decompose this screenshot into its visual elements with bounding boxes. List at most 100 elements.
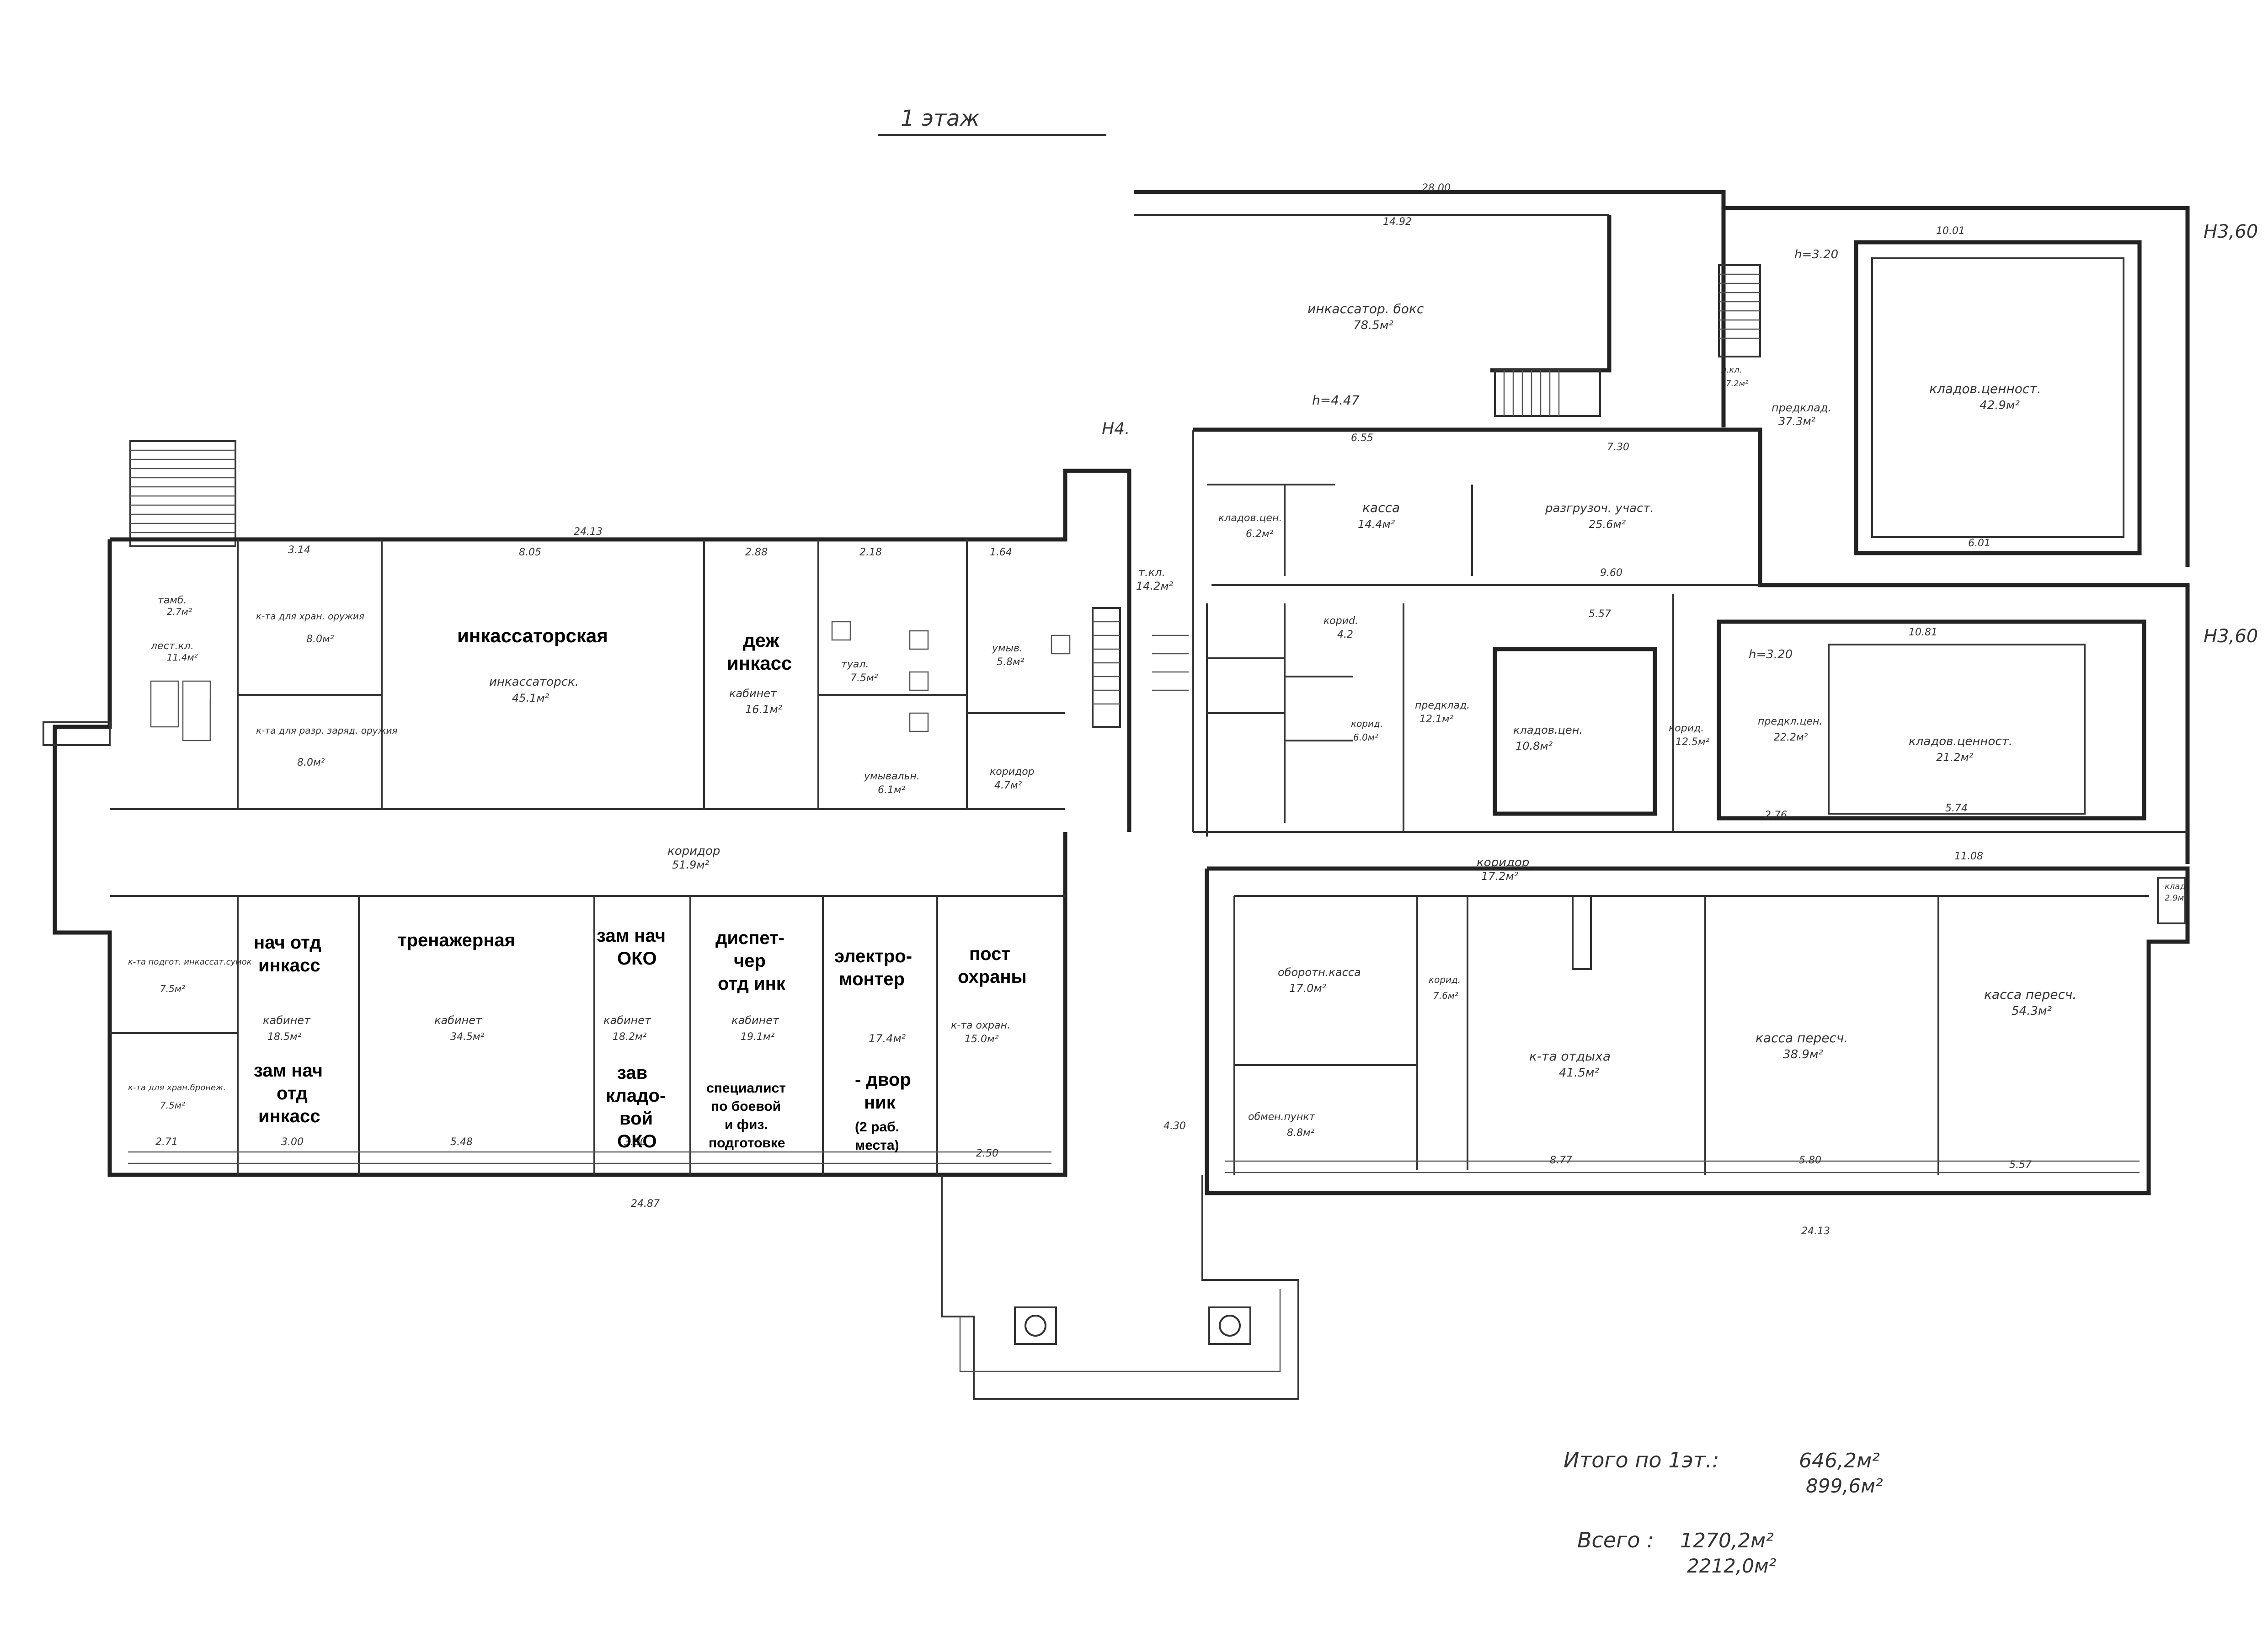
label-zav2: кладо-	[606, 1086, 666, 1106]
room-name: предклад.	[1772, 401, 1831, 414]
label-trenazh: тренажерная	[398, 930, 515, 950]
height-mark-5: h=3.20	[1749, 648, 1793, 661]
label-post1: пост	[969, 944, 1010, 964]
room-area: 2.7м²	[167, 606, 192, 617]
room-area: 11.4м²	[167, 652, 198, 663]
label-zamnach-ink3: инкасс	[258, 1106, 320, 1126]
label-zamnach2: ОКО	[617, 949, 657, 969]
room-name: кабинет	[603, 1014, 651, 1027]
room-area: 8.8м²	[1287, 1127, 1315, 1139]
dim: 4.30	[1163, 1120, 1186, 1132]
room-area: 19.1м²	[741, 1031, 775, 1043]
room-name: коридор	[990, 766, 1035, 778]
dim: 5.74	[1945, 803, 1968, 814]
exterior-stair-left	[129, 440, 236, 547]
room-name: т.кл.	[1138, 566, 1165, 579]
room-name: кладов.ценност.	[1909, 735, 2012, 748]
room-name: к-та для хран. оружия	[256, 611, 364, 622]
label-inkassatorskaya: инкассаторская	[457, 625, 608, 646]
room-area: 8.0м²	[297, 757, 325, 768]
grand-total-value-2: 2212,0м²	[1687, 1555, 1777, 1577]
room-name: умывальн.	[864, 771, 920, 782]
label-elektro1: электро-	[834, 946, 912, 966]
dim: 5.57	[2009, 1159, 2032, 1171]
room-area: 7.5м²	[160, 983, 185, 994]
dim: 3.00	[624, 1136, 646, 1148]
room-name: кабинет	[434, 1014, 482, 1027]
room-area: 54.3м²	[2012, 1004, 2052, 1018]
label-nach2: инкасс	[258, 955, 320, 976]
label-dezh: деж	[743, 629, 779, 651]
room-area: 41.5м²	[1559, 1066, 1599, 1080]
room-name: предкл.цен.	[1758, 716, 1822, 727]
area-totals: Итого по 1эт.: 646,2м² 899,6м² Всего : 1…	[1564, 1448, 1883, 1577]
room-area: 45.1м²	[512, 692, 550, 704]
dim: 24.87	[631, 1198, 660, 1210]
room-area: 6.0м²	[1353, 732, 1378, 743]
corridor-area: 51.9м²	[672, 858, 710, 871]
room-area: 7.6м²	[1433, 990, 1458, 1001]
room-name: к-та для разр. заряд. оружия	[256, 725, 398, 736]
label-zamnach-ink2: отд	[277, 1083, 308, 1104]
label-spec2: по боевой	[711, 1099, 781, 1114]
room-name: к-та охран.	[951, 1020, 1010, 1031]
room-area: 7.5м²	[850, 672, 878, 684]
front-porch	[941, 1175, 1299, 1400]
height-mark-1: H3,60	[2204, 221, 2258, 242]
dim: 8.77	[1550, 1155, 1572, 1166]
height-mark-4: h=3.20	[1794, 248, 1838, 261]
room-name: тамб.	[158, 595, 187, 606]
room-area: 18.2м²	[613, 1031, 647, 1043]
grand-total-value-1: 1270,2м²	[1680, 1529, 1774, 1552]
room-name: касса пересч.	[1984, 987, 2076, 1002]
room-area: 37.3м²	[1778, 415, 1816, 428]
room-name: корид.	[1429, 974, 1461, 985]
room-name: корид.	[1351, 718, 1383, 729]
dim: 6.01	[1968, 538, 1991, 549]
dim: 9.60	[1600, 567, 1622, 579]
room-area: 14.4м²	[1358, 518, 1395, 531]
dim: 2.18	[859, 547, 882, 558]
room-name: касса	[1362, 500, 1400, 515]
dim: 6.55	[1351, 432, 1373, 444]
corridor-area: 17.2м²	[1481, 870, 1519, 883]
room-area: 4.7м²	[994, 780, 1022, 791]
label-zav3: вой	[619, 1109, 653, 1129]
label-dvor3: (2 раб.	[855, 1120, 899, 1135]
room-name: к-та подгот. инкассат.сумок	[128, 957, 252, 967]
grand-total-label: Всего :	[1577, 1528, 1654, 1552]
room-name: обмен.пункт	[1248, 1111, 1316, 1123]
label-zamnach-ink1: зам нач	[254, 1061, 323, 1081]
label-dispetcher1: диспет-	[715, 928, 784, 948]
dimensions: 28.00 14.92 10.01 6.55 7.30 9.60 5.57 10…	[155, 182, 2032, 1237]
room-name: кориd.	[1323, 615, 1358, 627]
label-dispetcher3: отд инк	[718, 974, 786, 994]
dim: 1.64	[990, 547, 1012, 558]
dim: 24.13	[574, 526, 603, 538]
room-area: 10.8м²	[1516, 740, 1553, 752]
height-mark-3: h=4.47	[1312, 393, 1360, 408]
label-spec3: и физ.	[725, 1117, 768, 1132]
room-area: 15.0м²	[965, 1034, 999, 1045]
dim: 8.05	[519, 547, 541, 558]
room-name: инкассаторск.	[489, 675, 579, 689]
central-stair	[1092, 607, 1189, 728]
room-name: касса пересч.	[1756, 1030, 1848, 1045]
room-name: оборотн.касса	[1278, 966, 1361, 979]
floor-title: 1 этаж	[901, 106, 980, 131]
dim: 5.48	[450, 1136, 473, 1148]
room-area: 6.2м²	[1246, 528, 1274, 540]
dim: 2.71	[155, 1136, 178, 1148]
dim: 24.13	[1801, 1226, 1830, 1237]
dim: 5.80	[1799, 1155, 1821, 1166]
label-dvor1: - двор	[855, 1070, 911, 1090]
label-zav4: ОКО	[617, 1131, 657, 1152]
label-nach1: нач отд	[254, 933, 321, 953]
room-name: кладов.ценност.	[1929, 381, 2041, 396]
room-area: 22.2м²	[1774, 732, 1808, 743]
room-area: 21.2м²	[1936, 751, 1974, 764]
dim: 28.00	[1422, 182, 1451, 194]
room-name: л.кл.	[1721, 365, 1742, 375]
dim: 11.08	[1954, 851, 1983, 862]
